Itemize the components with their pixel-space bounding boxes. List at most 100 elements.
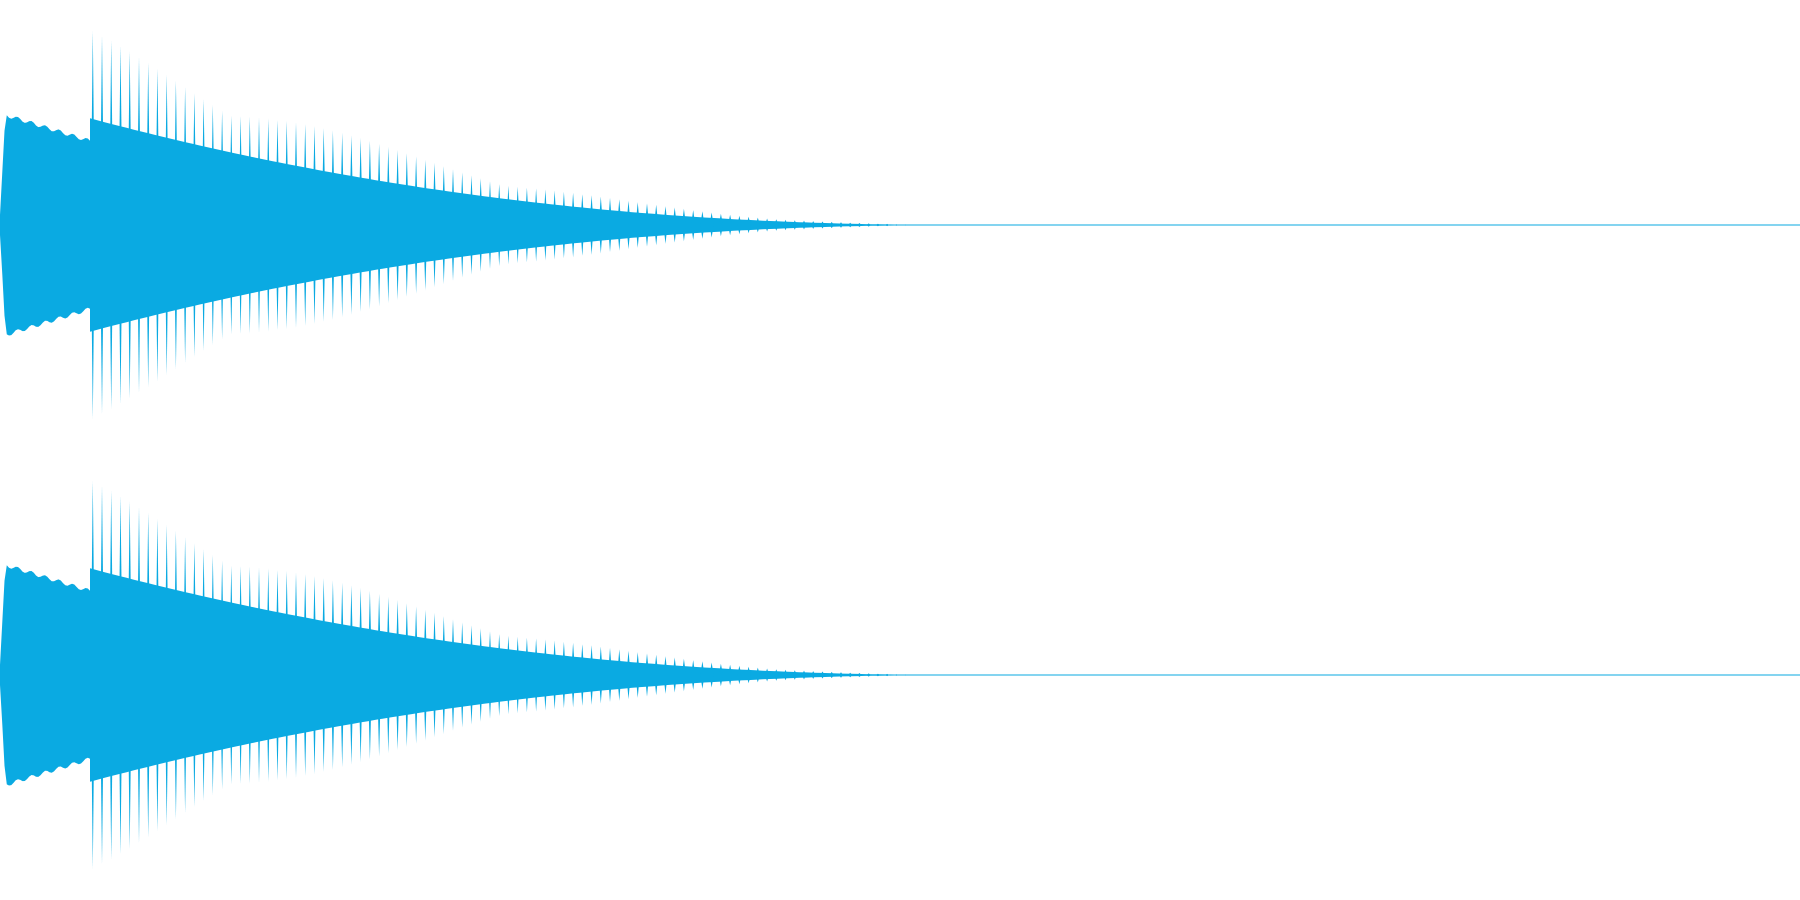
wave-peak bbox=[774, 219, 779, 231]
wave-peak bbox=[885, 673, 890, 677]
wave-peak bbox=[155, 68, 160, 382]
wave-peak bbox=[450, 619, 456, 731]
wave-peak bbox=[478, 628, 483, 722]
channel-right-waveform[interactable] bbox=[0, 481, 1800, 869]
wave-peak bbox=[367, 590, 372, 760]
wave-peak bbox=[885, 223, 890, 227]
wave-peak bbox=[173, 530, 178, 820]
wave-peak bbox=[801, 670, 807, 680]
wave-peak bbox=[654, 204, 659, 246]
wave-peak bbox=[820, 221, 825, 229]
attack-envelope bbox=[0, 565, 90, 786]
wave-peak bbox=[534, 188, 539, 262]
wave-peak bbox=[478, 178, 483, 272]
wave-peak bbox=[746, 216, 751, 234]
wave-peak bbox=[626, 650, 631, 700]
wave-peak bbox=[783, 219, 788, 231]
wave-peak bbox=[312, 576, 317, 774]
wave-peak bbox=[811, 671, 816, 679]
wave-peak bbox=[552, 190, 557, 260]
wave-peak bbox=[404, 603, 409, 747]
wave-peak bbox=[672, 657, 677, 693]
wave-peak bbox=[201, 549, 206, 801]
wave-peak bbox=[164, 524, 169, 826]
wave-peak bbox=[755, 217, 760, 233]
wave-peak bbox=[838, 222, 843, 228]
wave-peak bbox=[635, 652, 640, 698]
wave-peak bbox=[395, 600, 400, 750]
wave-peak bbox=[146, 62, 151, 388]
wave-peak bbox=[377, 593, 382, 757]
wave-peak bbox=[266, 568, 271, 782]
wave-peak bbox=[377, 143, 382, 307]
wave-peak bbox=[229, 565, 234, 785]
wave-peak bbox=[460, 172, 465, 278]
wave-peak bbox=[598, 646, 603, 704]
wave-peak bbox=[875, 223, 880, 227]
wave-peak bbox=[524, 187, 529, 263]
wave-peak bbox=[857, 223, 862, 227]
wave-peak bbox=[136, 507, 141, 843]
wave-peak bbox=[709, 212, 714, 238]
wave-peak bbox=[238, 566, 243, 784]
wave-peak bbox=[312, 126, 317, 324]
wave-peak bbox=[838, 672, 843, 678]
wave-peak bbox=[672, 207, 677, 243]
wave-peak bbox=[266, 118, 271, 332]
wave-peak bbox=[691, 210, 696, 240]
wave-peak bbox=[460, 622, 465, 728]
wave-peak bbox=[340, 132, 345, 318]
wave-peak bbox=[709, 662, 714, 688]
wave-peak bbox=[358, 138, 363, 312]
wave-peak bbox=[183, 537, 188, 813]
wave-peak bbox=[765, 668, 770, 682]
wave-peak bbox=[275, 119, 280, 331]
wave-peak bbox=[922, 224, 927, 226]
wave-peak bbox=[386, 146, 391, 304]
wave-peak bbox=[746, 666, 751, 684]
wave-peak bbox=[497, 634, 502, 716]
wave-peak bbox=[866, 223, 871, 227]
wave-peak bbox=[414, 156, 419, 294]
channel-left-waveform[interactable] bbox=[0, 31, 1800, 419]
wave-peak bbox=[608, 197, 613, 253]
wave-peak bbox=[783, 669, 788, 681]
wave-peak bbox=[164, 74, 169, 376]
wave-peak bbox=[192, 93, 197, 357]
wave-peak bbox=[644, 203, 650, 247]
wave-peak bbox=[598, 196, 603, 254]
wave-peak bbox=[663, 206, 668, 244]
wave-peak bbox=[275, 569, 280, 781]
wave-peak bbox=[801, 220, 807, 230]
wave-peak bbox=[487, 181, 492, 269]
wave-peak bbox=[524, 637, 529, 713]
wave-peak bbox=[192, 543, 197, 807]
wave-peak bbox=[99, 485, 105, 865]
wave-peak bbox=[765, 218, 770, 232]
wave-peak bbox=[829, 221, 834, 229]
wave-peak bbox=[321, 128, 326, 322]
wave-peak bbox=[349, 585, 354, 765]
wave-peak bbox=[681, 658, 686, 692]
wave-peak bbox=[497, 184, 502, 266]
wave-peak bbox=[220, 560, 225, 790]
wave-peak bbox=[414, 606, 419, 744]
wave-peak bbox=[515, 636, 520, 714]
wave-peak bbox=[506, 185, 511, 265]
wave-peak bbox=[441, 616, 446, 734]
wave-peak bbox=[284, 121, 289, 329]
wave-peak bbox=[700, 661, 705, 689]
wave-peak bbox=[229, 115, 234, 335]
wave-peak bbox=[792, 220, 797, 230]
wave-peak bbox=[404, 153, 409, 297]
wave-peak bbox=[728, 664, 733, 686]
wave-peak bbox=[635, 202, 640, 248]
wave-peak bbox=[829, 671, 834, 679]
wave-peak bbox=[238, 116, 243, 334]
wave-peak bbox=[617, 199, 622, 251]
wave-peak bbox=[247, 566, 252, 784]
wave-peak bbox=[691, 660, 696, 690]
wave-peak bbox=[210, 555, 215, 795]
